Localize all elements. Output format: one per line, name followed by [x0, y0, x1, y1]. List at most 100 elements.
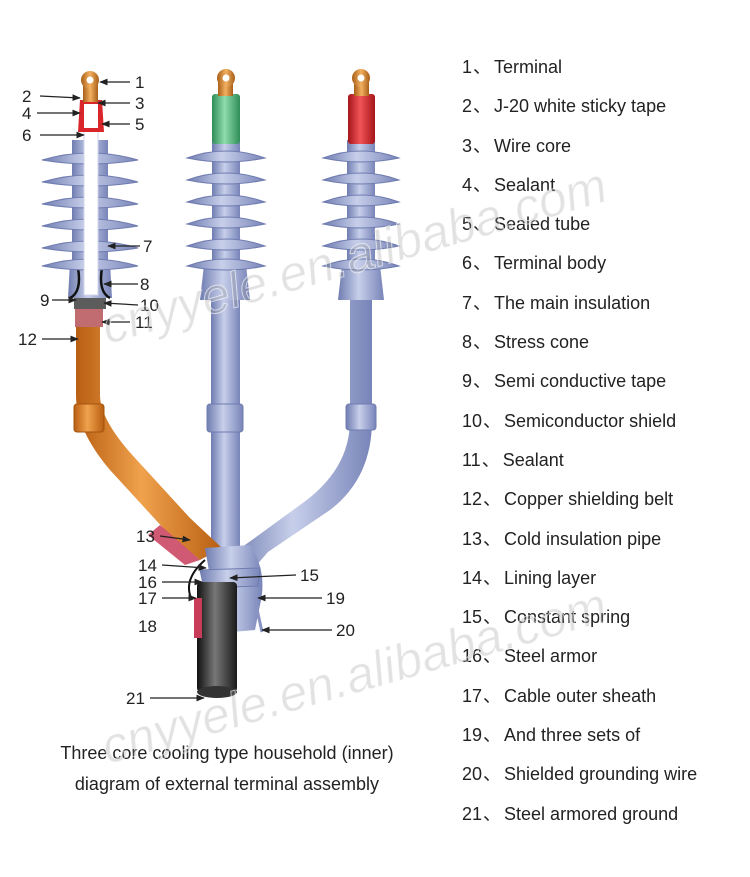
legend-item-number: 3 — [462, 135, 473, 156]
legend-item: 12、Copper shielding belt — [462, 488, 697, 527]
legend-item-label: Steel armor — [504, 646, 598, 667]
leader-lines — [37, 78, 332, 702]
legend-separator: 、 — [483, 725, 502, 746]
cable-outer-sheath — [197, 582, 237, 692]
legend-separator: 、 — [473, 57, 492, 77]
legend-separator: 、 — [483, 685, 502, 706]
green-branch-collar — [206, 403, 244, 433]
legend-item: 20、Shielded grounding wire — [462, 763, 697, 802]
white-sticky-tape — [84, 104, 98, 128]
legend-item-number: 15 — [462, 607, 483, 628]
legend-item-label: Sealant — [502, 449, 564, 470]
legend-item-number: 20 — [462, 764, 483, 785]
diagram-caption: Three core cooling type household (inner… — [22, 738, 432, 800]
legend-item-number: 19 — [462, 725, 483, 746]
yellow-branch-collar — [73, 403, 105, 433]
legend-item: 14、Lining layer — [462, 567, 697, 606]
callout-1: 1 — [135, 73, 144, 92]
red-phase-tape — [348, 94, 375, 144]
legend-item-label: Sealed tube — [494, 214, 591, 235]
caption-line-1: Three core cooling type household (inner… — [60, 743, 394, 763]
legend-separator: 、 — [483, 528, 502, 549]
red-insulator-sheds — [321, 140, 401, 271]
legend-item: 21、Steel armored ground — [462, 803, 697, 842]
green-phase-tape — [212, 94, 240, 144]
legend-separator: 、 — [473, 135, 492, 156]
legend-item: 9、Semi conductive tape — [462, 370, 697, 409]
legend-item-label: Stress cone — [494, 332, 590, 353]
legend-item: 7、The main insulation — [462, 292, 697, 331]
legend-item: 8、Stress cone — [462, 331, 697, 370]
cold-insulation-pipe — [148, 525, 200, 565]
leader-13 — [159, 535, 191, 543]
legend-item-label: Copper shielding belt — [504, 489, 674, 510]
callout-3: 3 — [135, 94, 144, 113]
legend-item: 15、Constant spring — [462, 606, 697, 645]
legend-item-label: Cold insulation pipe — [504, 528, 662, 549]
legend-item: 19、And three sets of — [462, 724, 697, 763]
callout-2: 2 — [22, 87, 31, 106]
leader-2 — [39, 94, 81, 101]
legend-item-label: The main insulation — [494, 292, 651, 313]
legend-separator: 、 — [473, 371, 492, 392]
legend-item-number: 7 — [462, 292, 473, 313]
green-terminal-lug — [217, 69, 235, 96]
steel-armor-band — [194, 598, 202, 638]
legend-item-number: 4 — [462, 174, 473, 195]
legend-separator: 、 — [473, 214, 492, 235]
legend-separator: 、 — [473, 96, 492, 117]
legend-separator: 、 — [473, 253, 492, 274]
legend-item-number: 8 — [462, 332, 473, 353]
legend-item-number: 16 — [462, 646, 483, 667]
callout-14: 14 — [138, 556, 157, 575]
legend-separator: 、 — [483, 607, 502, 628]
legend-item: 13、Cold insulation pipe — [462, 528, 697, 567]
legend-item-label: Lining layer — [504, 567, 597, 588]
legend-item-label: Wire core — [494, 135, 572, 156]
callout-5: 5 — [135, 115, 144, 134]
legend-separator: 、 — [483, 489, 502, 510]
callout-21: 21 — [126, 689, 145, 708]
callout-9: 9 — [40, 291, 49, 310]
legend-item-number: 9 — [462, 371, 473, 392]
legend-item-label: Terminal — [494, 57, 563, 77]
legend-separator: 、 — [473, 174, 492, 195]
cutaway-terminal-lug — [81, 71, 99, 102]
legend-separator: 、 — [483, 567, 502, 588]
callout-7: 7 — [143, 237, 152, 256]
legend-item-number: 17 — [462, 685, 483, 706]
copper-shielding-belt — [76, 305, 222, 560]
leader-10 — [103, 300, 139, 307]
leader-14 — [161, 564, 207, 571]
red-cable-branch — [228, 300, 372, 575]
green-insulator-sheds — [185, 140, 267, 271]
legend-separator: 、 — [483, 764, 502, 785]
semiconductor-shield-band — [74, 295, 106, 309]
legend-item-number: 5 — [462, 214, 473, 235]
cable-end — [197, 686, 237, 698]
legend-item: 1、Terminal — [462, 56, 697, 95]
breakout-and-cable — [188, 545, 264, 698]
legend-item-number: 14 — [462, 567, 483, 588]
callout-12: 12 — [18, 330, 37, 349]
legend-separator: 、 — [473, 332, 492, 353]
legend-separator: 、 — [483, 646, 502, 667]
legend-item-number: 1 — [462, 57, 473, 77]
legend-item-number: 2 — [462, 96, 473, 117]
legend-item: 3、Wire core — [462, 135, 697, 174]
legend-item: 4、Sealant — [462, 174, 697, 213]
callout-4: 4 — [22, 104, 31, 123]
phase-yellow-assembly — [41, 71, 222, 565]
legend-item-number: 12 — [462, 489, 483, 510]
legend-item-number: 6 — [462, 253, 473, 274]
legend-item: 5、Sealed tube — [462, 213, 697, 252]
legend-item-number: 11 — [462, 449, 481, 470]
legend-item-number: 10 — [462, 410, 483, 431]
legend-item-label: Sealant — [494, 174, 556, 195]
legend-item-label: J-20 white sticky tape — [494, 96, 667, 117]
callout-15: 15 — [300, 566, 319, 585]
legend-item-label: Constant spring — [504, 607, 631, 628]
